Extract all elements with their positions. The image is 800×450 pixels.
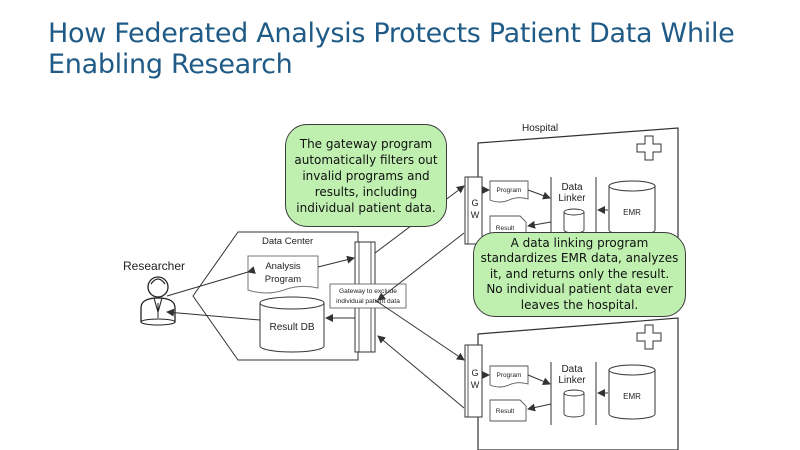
gateway-note-label-1: Gateway to exclude — [339, 288, 397, 295]
hospital-bottom-emr-label: EMR — [623, 392, 641, 401]
analysis-program-document — [247, 255, 319, 294]
hospital-bottom-program-document — [489, 365, 529, 388]
hospital-top-program-document — [489, 180, 529, 203]
hospital-top-gw-g: G — [471, 198, 478, 208]
hospital-top-emr-label: EMR — [623, 208, 641, 217]
hospital-bottom-cross-icon — [636, 324, 662, 350]
hospital-top-gateway — [464, 176, 483, 245]
researcher-figure — [140, 276, 176, 326]
slide-title: How Federated Analysis Protects Patient … — [48, 18, 735, 80]
data-center-label: Data Center — [262, 236, 313, 247]
hospital-top-linker-label-2: Linker — [558, 193, 586, 204]
hospital-top-program-label: Program — [497, 187, 522, 194]
hospital-bottom-gw-w: W — [471, 380, 480, 390]
hospital-top-linker-cylinder — [563, 208, 585, 234]
hospital-label: Hospital — [522, 123, 558, 134]
hospital-bottom-result-label: Result — [496, 408, 515, 415]
hospital-bottom-linker-cylinder — [563, 389, 585, 418]
analysis-program-label-2: Program — [265, 274, 302, 285]
analysis-program-label-1: Analysis — [265, 261, 301, 272]
gateway-note-label-2: individual patient data — [336, 298, 400, 305]
hospital-bottom-result-document — [489, 399, 527, 422]
hospital-bottom-emr-cylinder — [608, 364, 656, 420]
hospital-bottom-linker-label-2: Linker — [558, 375, 586, 386]
gateway-callout: The gateway program automatically filter… — [285, 124, 447, 227]
hospital-top-linker-label-1: Data — [561, 182, 583, 193]
hospital-bottom-gw-g: G — [471, 368, 478, 378]
data-linker-callout: A data linking program standardizes EMR … — [473, 232, 686, 317]
hospital-top-result-label: Result — [496, 225, 515, 232]
result-db-label: Result DB — [269, 322, 314, 333]
hospital-top-cross-icon — [636, 135, 662, 161]
result-db-cylinder — [259, 296, 325, 353]
hospital-bottom-gateway — [464, 344, 483, 418]
researcher-label: Researcher — [123, 259, 185, 273]
hospital-top-emr-cylinder — [608, 180, 656, 236]
hospital-bottom-program-label: Program — [497, 372, 522, 379]
hospital-bottom-linker-label-1: Data — [561, 364, 583, 375]
hospital-top-gw-w: W — [471, 210, 480, 220]
